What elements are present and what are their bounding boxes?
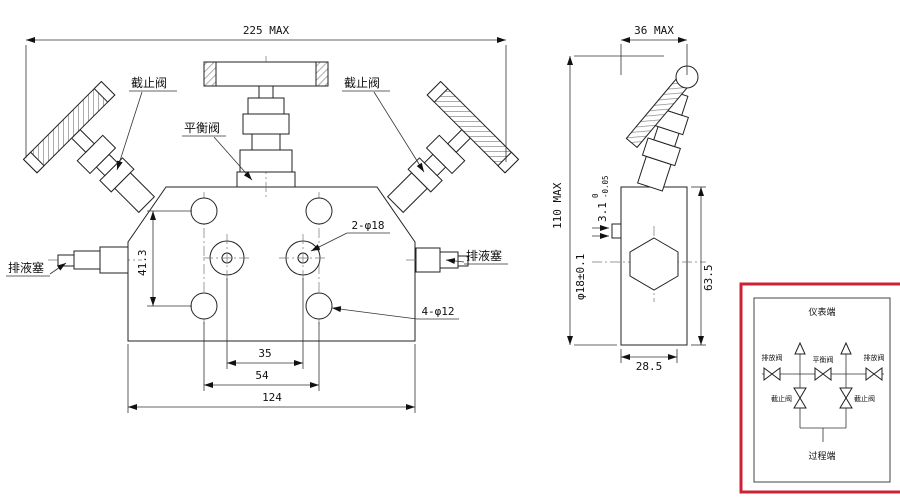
gasket-face: [611, 223, 622, 239]
drain-valve-right-symbol: [865, 367, 883, 381]
dim-225-label: 225 MAX: [243, 24, 290, 37]
dim-center-spacing: 35: [226, 278, 304, 369]
dim-face-thickness: 3.1 0 -0.05: [591, 175, 610, 239]
dim-3-1-tol-upper: 0: [591, 193, 600, 198]
schematic-box: 仪表端: [739, 282, 900, 494]
drain-plug-left: [48, 246, 142, 274]
dim-63-5-label: 63.5: [702, 265, 715, 292]
side-view: 3.1 0 -0.05 φ18±0.1 36 MAX 110 MAX: [551, 24, 715, 373]
manifold-body: [127, 186, 416, 342]
dim-35-label: 35: [258, 347, 271, 360]
dim-depth: 36 MAX: [620, 24, 688, 75]
shutoff-valve-right: [386, 80, 520, 214]
front-view: 225 MAX 41.3 35 54 124: [6, 24, 520, 413]
callout-2-phi18-label: 2-φ18: [351, 219, 384, 232]
shutoff-valve-right-symbol: [839, 374, 853, 428]
valve-handle: [203, 61, 329, 87]
shutoff-right-label: 截止阀: [344, 76, 380, 90]
dim-41-3-label: 41.3: [136, 250, 149, 277]
mounting-holes: [190, 192, 333, 325]
shutoff-left-label: 截止阀: [771, 394, 792, 403]
dim-phi18-label: φ18±0.1: [574, 254, 587, 300]
dim-partial-height: 63.5: [691, 186, 715, 346]
schematic-frame: [753, 297, 891, 483]
hex-plug: [629, 237, 679, 291]
label-balance-valve: 平衡阀: [182, 121, 253, 181]
dim-vertical-spacing: 41.3: [136, 210, 192, 307]
shutoff-valve-left-symbol: [793, 374, 807, 428]
dim-hole-spacing: 54: [203, 322, 320, 391]
dim-54-label: 54: [255, 369, 269, 382]
callout-4-phi12-label: 4-φ12: [421, 305, 454, 318]
dim-total-width: 225 MAX: [25, 24, 507, 162]
side-valve-stack: [637, 90, 689, 192]
shutoff-right-label: 截止阀: [854, 394, 875, 403]
balance-valve-label: 平衡阀: [184, 121, 220, 135]
balance-label: 平衡阀: [813, 355, 834, 364]
dim-3-1-label: 3.1: [596, 202, 609, 222]
label-drain-plug-left: 排液塞: [6, 260, 67, 277]
dim-base-depth: 28.5: [620, 349, 678, 373]
dim-total-height: 110 MAX: [551, 55, 664, 346]
drain-left-label: 排放阀: [762, 353, 783, 362]
drain-plug-right: [406, 247, 474, 273]
drain-plug-left-label: 排液塞: [8, 260, 44, 275]
shutoff-left-label: 截止阀: [131, 76, 167, 90]
shutoff-valve-left: [22, 80, 156, 214]
label-shutoff-left: 截止阀: [116, 76, 177, 171]
drain-right-label: 排放阀: [864, 353, 885, 362]
dim-body-width: 124: [127, 344, 416, 413]
callout-big-holes: 2-φ18: [310, 219, 390, 252]
red-highlight-border: [739, 282, 900, 494]
balance-valve: [203, 56, 329, 200]
dim-3-1-tol-lower: -0.05: [601, 175, 610, 198]
label-shutoff-right: 截止阀: [342, 76, 425, 173]
label-drain-plug-right: 排液塞: [445, 248, 508, 265]
dim-28-5-label: 28.5: [636, 360, 663, 373]
process-end-label: 过程端: [808, 450, 835, 462]
balance-valve-symbol: [814, 367, 832, 381]
dim-124-label: 124: [262, 391, 282, 404]
instrument-branches: [794, 341, 852, 374]
instrument-end-label: 仪表端: [808, 306, 835, 318]
dim-36-label: 36 MAX: [634, 24, 674, 37]
callout-small-holes: 4-φ12: [331, 305, 459, 320]
drain-valve-left-symbol: [763, 367, 781, 381]
drain-plug-right-label: 排液塞: [466, 248, 502, 263]
dim-bore: φ18±0.1: [574, 254, 587, 300]
dim-110-label: 110 MAX: [551, 182, 564, 229]
